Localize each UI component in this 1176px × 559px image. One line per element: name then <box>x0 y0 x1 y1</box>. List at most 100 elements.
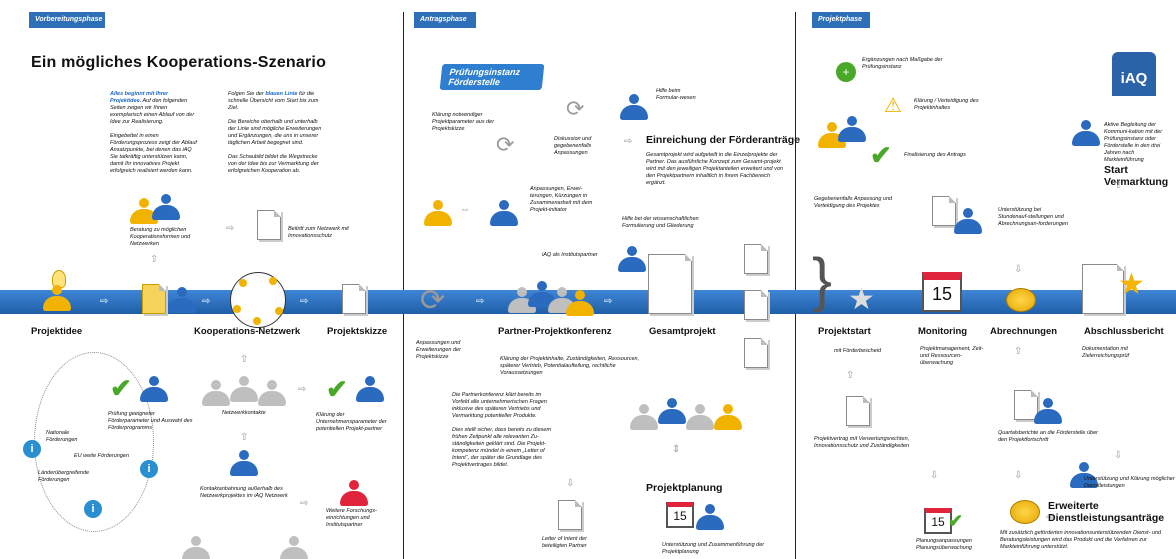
document-stack-icon <box>648 254 692 314</box>
calendar-day: 15 <box>673 509 687 523</box>
phase-divider <box>403 12 404 559</box>
intro-text: Folgen Sie der <box>228 91 264 97</box>
document-icon <box>558 500 582 530</box>
note: Hilfe beim Formular-wesen <box>656 88 696 101</box>
note: Unterstützung und Klärung möglicher Dien… <box>1084 476 1175 489</box>
arrow-up-icon: ⇧ <box>240 354 249 365</box>
check-icon: ✔ <box>326 374 348 404</box>
note: Klärung notwendiger Projektparameter aus… <box>432 112 495 132</box>
note: Beratung zu möglichen Kooperationsformen… <box>130 227 191 247</box>
cycle-icon: ⟳ <box>496 132 515 157</box>
star-icon: ★ <box>848 283 875 316</box>
stage-label: Projektskizze <box>327 326 388 337</box>
arrow-down-icon: ⇩ <box>1014 264 1023 275</box>
arrow-up-icon: ⇧ <box>1014 346 1023 357</box>
phase-divider <box>795 12 796 559</box>
network-node <box>239 279 247 287</box>
arrow-icon: ⇨ <box>202 296 211 307</box>
note: Beitritt zum Netzwerk mit Innovationssch… <box>288 226 349 239</box>
note: Kontaktanbahnung außerhalb des Netzwerkp… <box>200 486 288 499</box>
stage-label: Abschlussbericht <box>1084 326 1164 337</box>
document-icon <box>1082 264 1124 314</box>
intro-lead: Alles beginnt mit Ihrer Projektidee. <box>110 91 169 104</box>
note: Letter of Intent der beteiligten Partner <box>542 536 587 549</box>
document-icon <box>932 196 956 226</box>
folder-icon <box>142 284 166 314</box>
note: Klärung / Verteidigung des Projektinhalt… <box>914 98 979 111</box>
person-icon <box>838 116 866 142</box>
note: Klärung der Projektinhalte, Zuständigkei… <box>500 356 640 376</box>
stage-label: Projektstart <box>818 326 871 337</box>
intro-text: Das Schaubild bildet die Wegstrecke von … <box>228 154 319 174</box>
intro-text: Die Bereiche oberhalb und unterhalb der … <box>228 119 322 146</box>
iaq-logo: iAQ <box>1112 52 1156 96</box>
heading: Einreichung der Förderanträge <box>646 134 801 146</box>
network-node <box>275 307 283 315</box>
note: Diskussion und gegebenenfalls Anpassunge… <box>554 136 592 156</box>
stage-label: Gesamtprojekt <box>649 326 716 337</box>
stage-label: Projektidee <box>31 326 83 337</box>
person-icon <box>1070 462 1098 488</box>
calendar-day: 15 <box>931 515 945 529</box>
coins-icon <box>1006 288 1036 312</box>
note: Ergänzungen nach Maßgabe der Prüfungsins… <box>862 57 943 70</box>
note: Quartalsberichte an die Förderstelle übe… <box>998 430 1098 443</box>
person-icon <box>168 287 196 313</box>
network-globe-icon <box>230 272 286 328</box>
intro-text: Eingebettet in einen Förderungsprozess z… <box>110 133 197 174</box>
arrow-up-icon: ⇧ <box>240 432 249 443</box>
person-icon <box>356 376 384 402</box>
arrow-both-icon: ⇔ <box>460 204 470 215</box>
check-icon: ✔ <box>110 373 132 403</box>
arrow-icon: ⇨ <box>476 296 485 307</box>
arrow-up-icon: ⇧ <box>1114 180 1123 191</box>
arrow-icon: ⇨ <box>100 296 109 307</box>
check-icon: ✔ <box>948 511 964 531</box>
arrow-down-icon: ⇩ <box>1114 450 1123 461</box>
intro-col2: Folgen Sie der blauen Linie für die schn… <box>228 91 324 175</box>
person-icon <box>1034 398 1062 424</box>
person-icon <box>658 398 686 424</box>
document-icon <box>342 284 366 314</box>
arrow-right-icon: ⇨ <box>1046 512 1055 523</box>
person-icon <box>618 246 646 272</box>
note: Gesamtprojekt wird aufgeteilt in die Ein… <box>646 152 783 186</box>
person-icon <box>182 536 210 559</box>
person-icon <box>230 450 258 476</box>
info-icon: i <box>84 500 102 518</box>
coins-icon <box>1010 500 1040 524</box>
person-icon <box>696 504 724 530</box>
heading: Erweiterte Dienstleistungsanträge <box>1048 500 1165 524</box>
calendar-icon: 15 <box>924 508 952 534</box>
note-text: Dies stellt sicher, dass bereits zu dies… <box>452 427 552 468</box>
document-icon <box>744 338 768 368</box>
person-icon <box>230 376 258 402</box>
arrow-up-icon: ⇧ <box>846 370 855 381</box>
person-icon <box>43 285 71 311</box>
brace-icon: } <box>812 246 833 313</box>
note: Dokumentation mit Zielerreichungsprüf <box>1082 346 1130 359</box>
page-title: Ein mögliches Kooperations-Szenario <box>31 54 327 71</box>
add-icon: + <box>836 62 856 82</box>
person-icon <box>140 376 168 402</box>
document-icon <box>744 290 768 320</box>
arrow-icon: ⇨ <box>300 296 309 307</box>
warning-icon: ⚠ <box>884 95 902 117</box>
intro-col1: Alles beginnt mit Ihrer Projektidee. Auf… <box>110 91 200 175</box>
note: Projektvertrag mit Verwertungsrechten, I… <box>814 436 910 449</box>
arrow-right-icon: ⇨ <box>300 498 309 509</box>
cycle-icon: ⟳ <box>566 96 585 121</box>
phase-tag-vorbereitung: Vorbereitungsphase <box>29 12 105 28</box>
note: Planungsanpassungen Planungsüberwachung <box>916 538 972 551</box>
note-text: Die Partnerkonferenz klärt bereits im Vo… <box>452 392 547 419</box>
person-icon <box>714 404 742 430</box>
person-icon <box>340 480 368 506</box>
person-icon <box>620 94 648 120</box>
blue-line-link: blauen Linie <box>265 91 298 97</box>
info-icon: i <box>140 460 158 478</box>
stage-label: Monitoring <box>918 326 968 337</box>
phase-tag-antrag: Antragsphase <box>414 12 476 28</box>
note: Weitere Forschungs-einrichtungen und Ins… <box>326 508 377 528</box>
network-node <box>233 305 241 313</box>
arrow-right-icon: ⇨ <box>624 136 633 147</box>
